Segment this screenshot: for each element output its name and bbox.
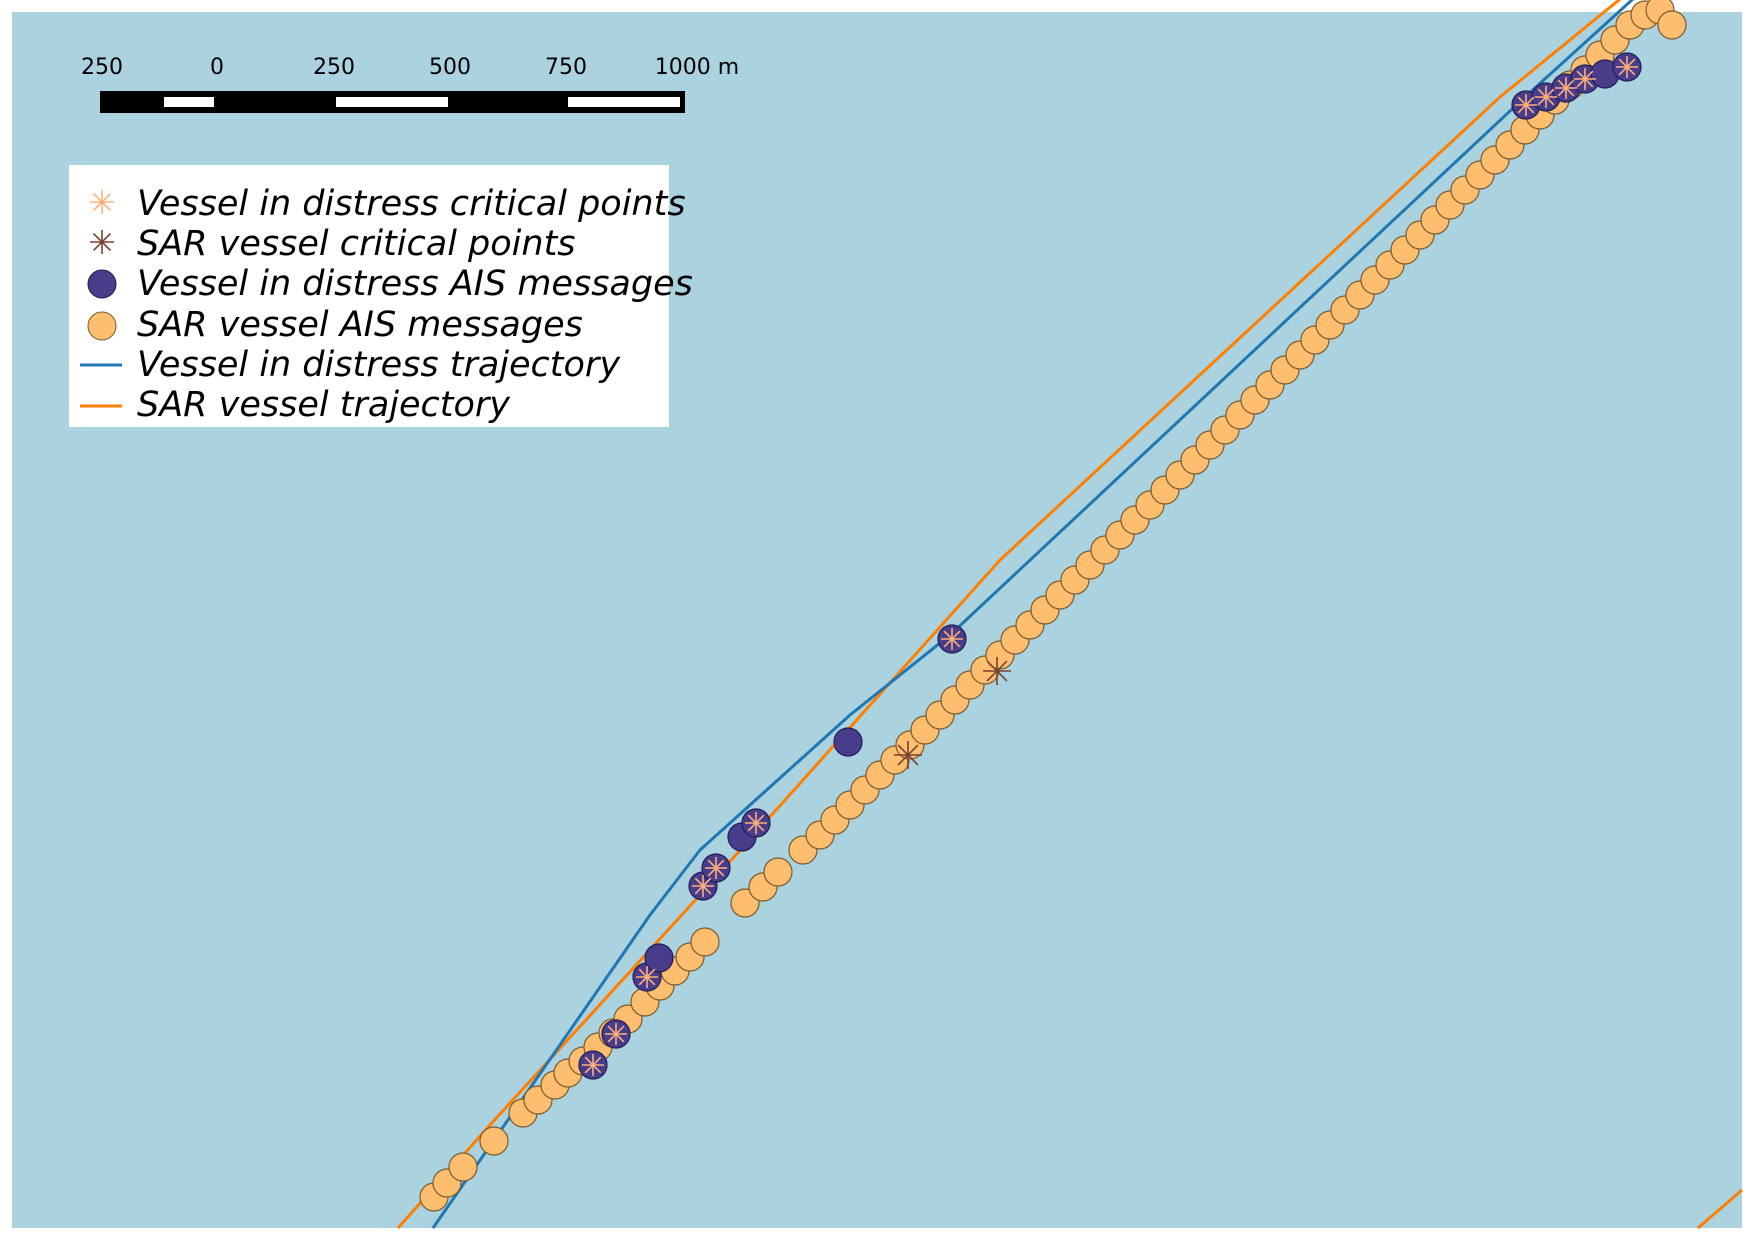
scale-label: 1000 m <box>655 55 739 80</box>
vessel-in-distress-critical-point <box>1574 68 1596 90</box>
vessel-in-distress-ais-message <box>644 943 674 973</box>
legend-label: SAR vessel trajectory <box>137 385 511 425</box>
vessel-in-distress-critical-point <box>1535 86 1557 108</box>
sar-vessel-critical-point <box>983 657 1011 685</box>
sar-vessel-ais-message <box>1657 10 1687 40</box>
sar-vessel-critical-point <box>894 741 922 769</box>
vessel-in-distress-critical-point <box>692 875 714 897</box>
asterisk-light-icon <box>90 190 114 214</box>
scale-label: 0 <box>210 55 224 80</box>
asterisk-dark-icon <box>90 230 114 254</box>
scale-bar-segment <box>336 97 448 107</box>
vessel-in-distress-critical-point <box>1616 56 1638 78</box>
scale-bar: 250 0 250 500 750 1000 m <box>81 55 739 113</box>
legend-label: Vessel in distress trajectory <box>137 345 621 385</box>
scale-label: 500 <box>429 55 471 80</box>
vessel-in-distress-critical-points <box>582 56 1638 1076</box>
sar-vessel-ais-message <box>763 857 793 887</box>
light-circle-icon <box>87 311 117 341</box>
legend-label: SAR vessel critical points <box>137 224 576 264</box>
vessel-in-distress-critical-point <box>636 966 658 988</box>
sar-vessel-ais-message <box>690 927 720 957</box>
legend-label: SAR vessel AIS messages <box>137 305 583 345</box>
sar-vessel-critical-points <box>894 657 1011 769</box>
legend-box <box>69 165 669 427</box>
vessel-in-distress-critical-point <box>705 857 727 879</box>
sar-vessel-trajectory-segment <box>1697 1188 1743 1230</box>
legend-label: Vessel in distress critical points <box>137 184 686 224</box>
vessel-in-distress-ais-message <box>833 727 863 757</box>
scale-bar-segment <box>568 97 680 107</box>
asterisk-dark-icon <box>90 230 114 254</box>
sar-vessel-ais-message <box>479 1126 509 1156</box>
vessel-in-distress-critical-point <box>941 628 963 650</box>
vessel-in-distress-critical-point <box>1515 94 1537 116</box>
sar-vessel-trajectory <box>396 0 1622 1229</box>
vessel-in-distress-critical-point <box>1555 77 1577 99</box>
sar-vessel-ais-message <box>448 1152 478 1182</box>
legend-label: Vessel in distress AIS messages <box>137 264 693 304</box>
scale-label: 750 <box>545 55 587 80</box>
vessel-in-distress-critical-point <box>745 812 767 834</box>
vessel-in-distress-critical-point <box>605 1023 627 1045</box>
map-legend: Vessel in distress critical points SAR v… <box>69 165 693 427</box>
scale-bar-segment <box>164 97 214 107</box>
dark-circle-icon <box>87 269 117 299</box>
vessel-in-distress-critical-point <box>582 1054 604 1076</box>
asterisk-light-icon <box>90 190 114 214</box>
scale-label: 250 <box>313 55 355 80</box>
scale-label: 250 <box>81 55 123 80</box>
